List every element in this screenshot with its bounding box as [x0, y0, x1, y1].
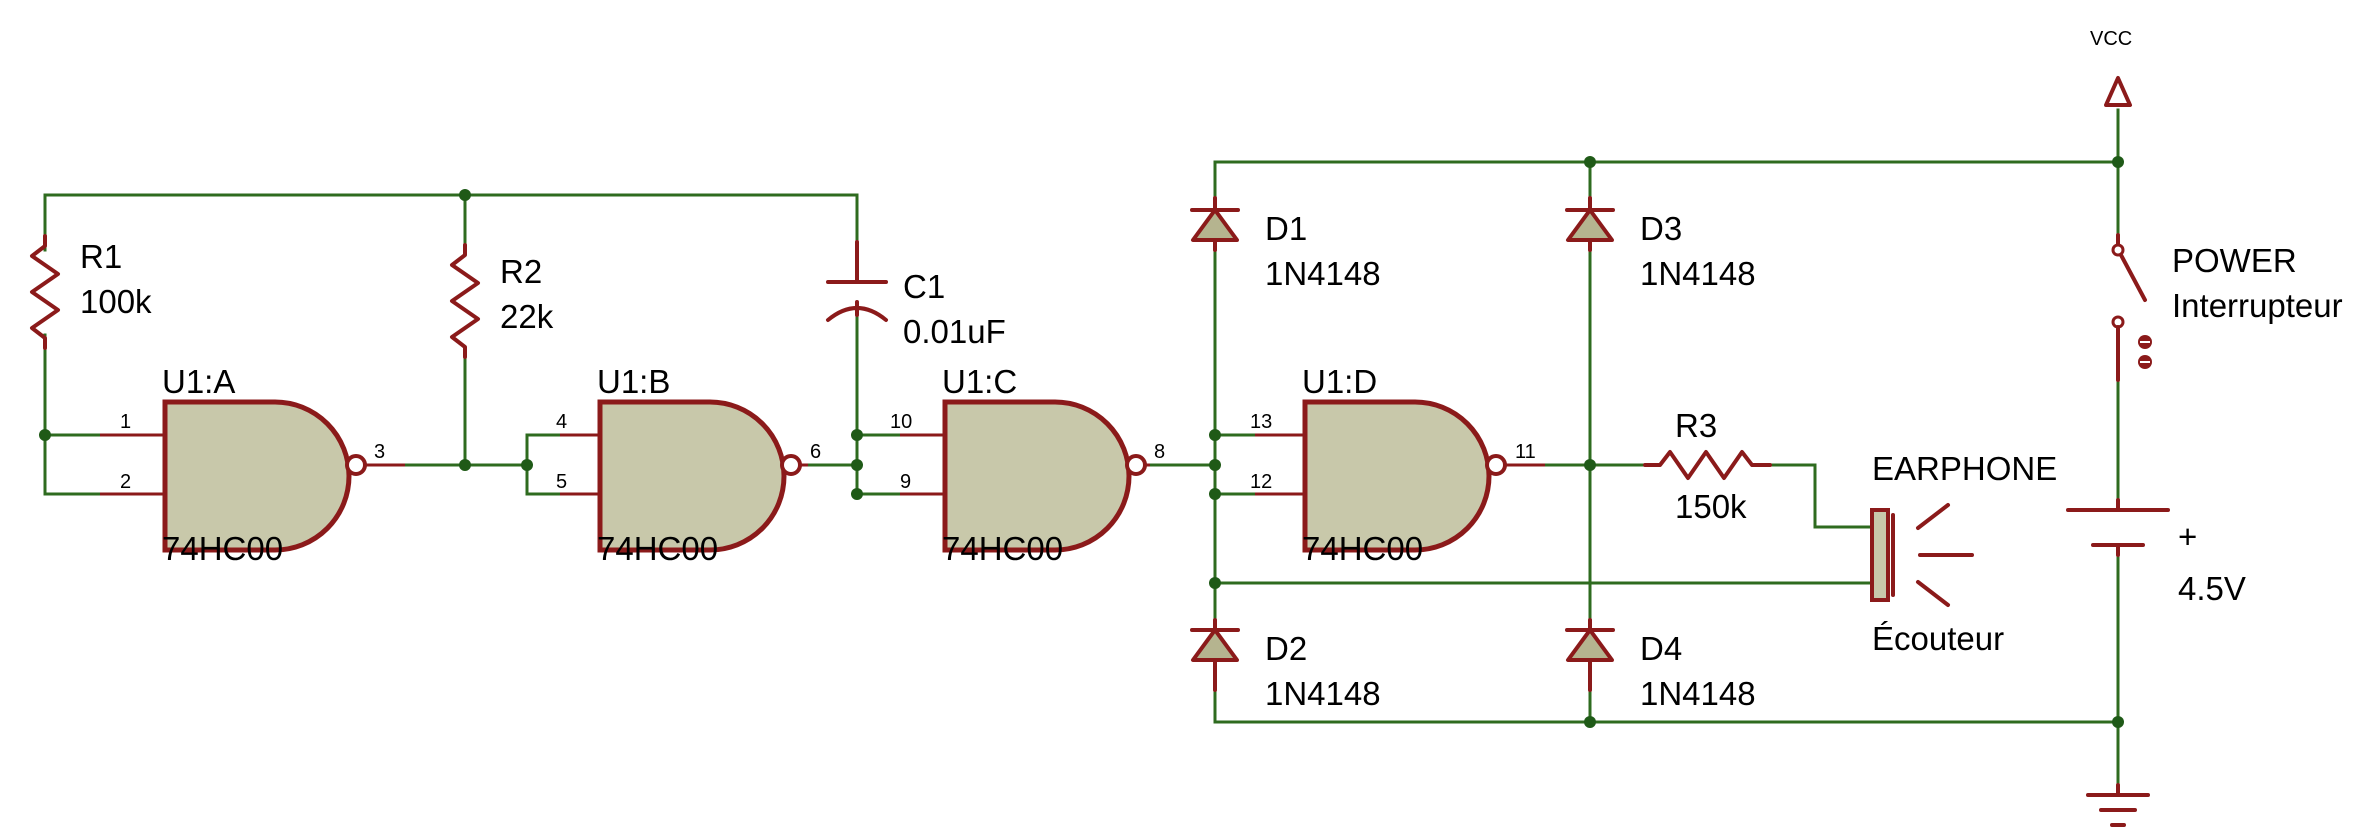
d3-part: 1N4148 [1640, 255, 1756, 292]
wires [43, 108, 2120, 794]
u1c-pin9: 9 [900, 471, 911, 493]
d4-ref: D4 [1640, 630, 1682, 667]
battery-voltage: 4.5V [2178, 570, 2246, 607]
u1b-part: 74HC00 [597, 530, 718, 567]
nand-gate-u1b: 4 5 6 U1:B 74HC00 [556, 363, 821, 567]
d1-part: 1N4148 [1265, 255, 1381, 292]
diode-d4: D4 1N4148 [1565, 618, 1756, 712]
u1c-pin10: 10 [890, 411, 912, 433]
u1a-pin1: 1 [120, 411, 131, 433]
d4-part: 1N4148 [1640, 675, 1756, 712]
u1d-pin11: 11 [1515, 441, 1536, 463]
u1c-ref: U1:C [942, 363, 1017, 400]
c1-ref: C1 [903, 268, 945, 305]
u1d-ref: U1:D [1302, 363, 1377, 400]
u1a-pin2: 2 [120, 471, 131, 493]
u1d-pin12: 12 [1250, 471, 1272, 493]
c1-value: 0.01uF [903, 313, 1006, 350]
battery-polarity: + [2178, 518, 2197, 555]
switch-label-fr: Interrupteur [2172, 287, 2343, 324]
d2-part: 1N4148 [1265, 675, 1381, 712]
diode-d2: D2 1N4148 [1190, 618, 1381, 712]
resistor-r2: R2 22k [450, 243, 554, 359]
u1a-ref: U1:A [162, 363, 235, 400]
battery: + 4.5V [2066, 498, 2246, 607]
switch-grip-icon [2138, 335, 2152, 369]
switch-label: POWER [2172, 242, 2297, 279]
u1c-pin8: 8 [1154, 441, 1165, 463]
u1b-pin6: 6 [810, 441, 821, 463]
r1-ref: R1 [80, 238, 122, 275]
d3-ref: D3 [1640, 210, 1682, 247]
u1d-part: 74HC00 [1302, 530, 1423, 567]
ground-icon [2086, 783, 2150, 827]
junctions [39, 156, 2124, 728]
nand-gate-u1c: 10 9 8 U1:C 74HC00 [890, 363, 1165, 567]
d1-ref: D1 [1265, 210, 1307, 247]
u1b-pin5: 5 [556, 471, 567, 493]
diode-d3: D3 1N4148 [1565, 196, 1756, 292]
r1-value: 100k [80, 283, 152, 320]
nand-gate-u1d: 13 12 11 U1:D 74HC00 [1250, 363, 1545, 567]
resistor-r3: R3 150k [1643, 407, 1772, 525]
r3-value: 150k [1675, 488, 1747, 525]
u1d-pin13: 13 [1250, 411, 1272, 433]
vcc-terminal: VCC [2090, 28, 2132, 107]
nand-gate-u1a: 1 2 3 U1:A 74HC00 [100, 363, 405, 567]
d2-ref: D2 [1265, 630, 1307, 667]
capacitor-c1: C1 0.01uF [826, 240, 1006, 350]
earphone-label: EARPHONE [1872, 450, 2057, 487]
earphone: EARPHONE Écouteur [1870, 450, 2057, 657]
u1b-pin4: 4 [556, 411, 567, 433]
u1c-part: 74HC00 [942, 530, 1063, 567]
vcc-label: VCC [2090, 28, 2132, 50]
r2-ref: R2 [500, 253, 542, 290]
diode-d1: D1 1N4148 [1190, 196, 1381, 292]
power-switch: POWER Interrupteur [2111, 233, 2343, 382]
resistor-r1: R1 100k [30, 234, 152, 350]
earphone-label-fr: Écouteur [1872, 620, 2004, 657]
u1a-pin3: 3 [374, 441, 385, 463]
r2-value: 22k [500, 298, 554, 335]
u1a-part: 74HC00 [162, 530, 283, 567]
u1b-ref: U1:B [597, 363, 670, 400]
r3-ref: R3 [1675, 407, 1717, 444]
